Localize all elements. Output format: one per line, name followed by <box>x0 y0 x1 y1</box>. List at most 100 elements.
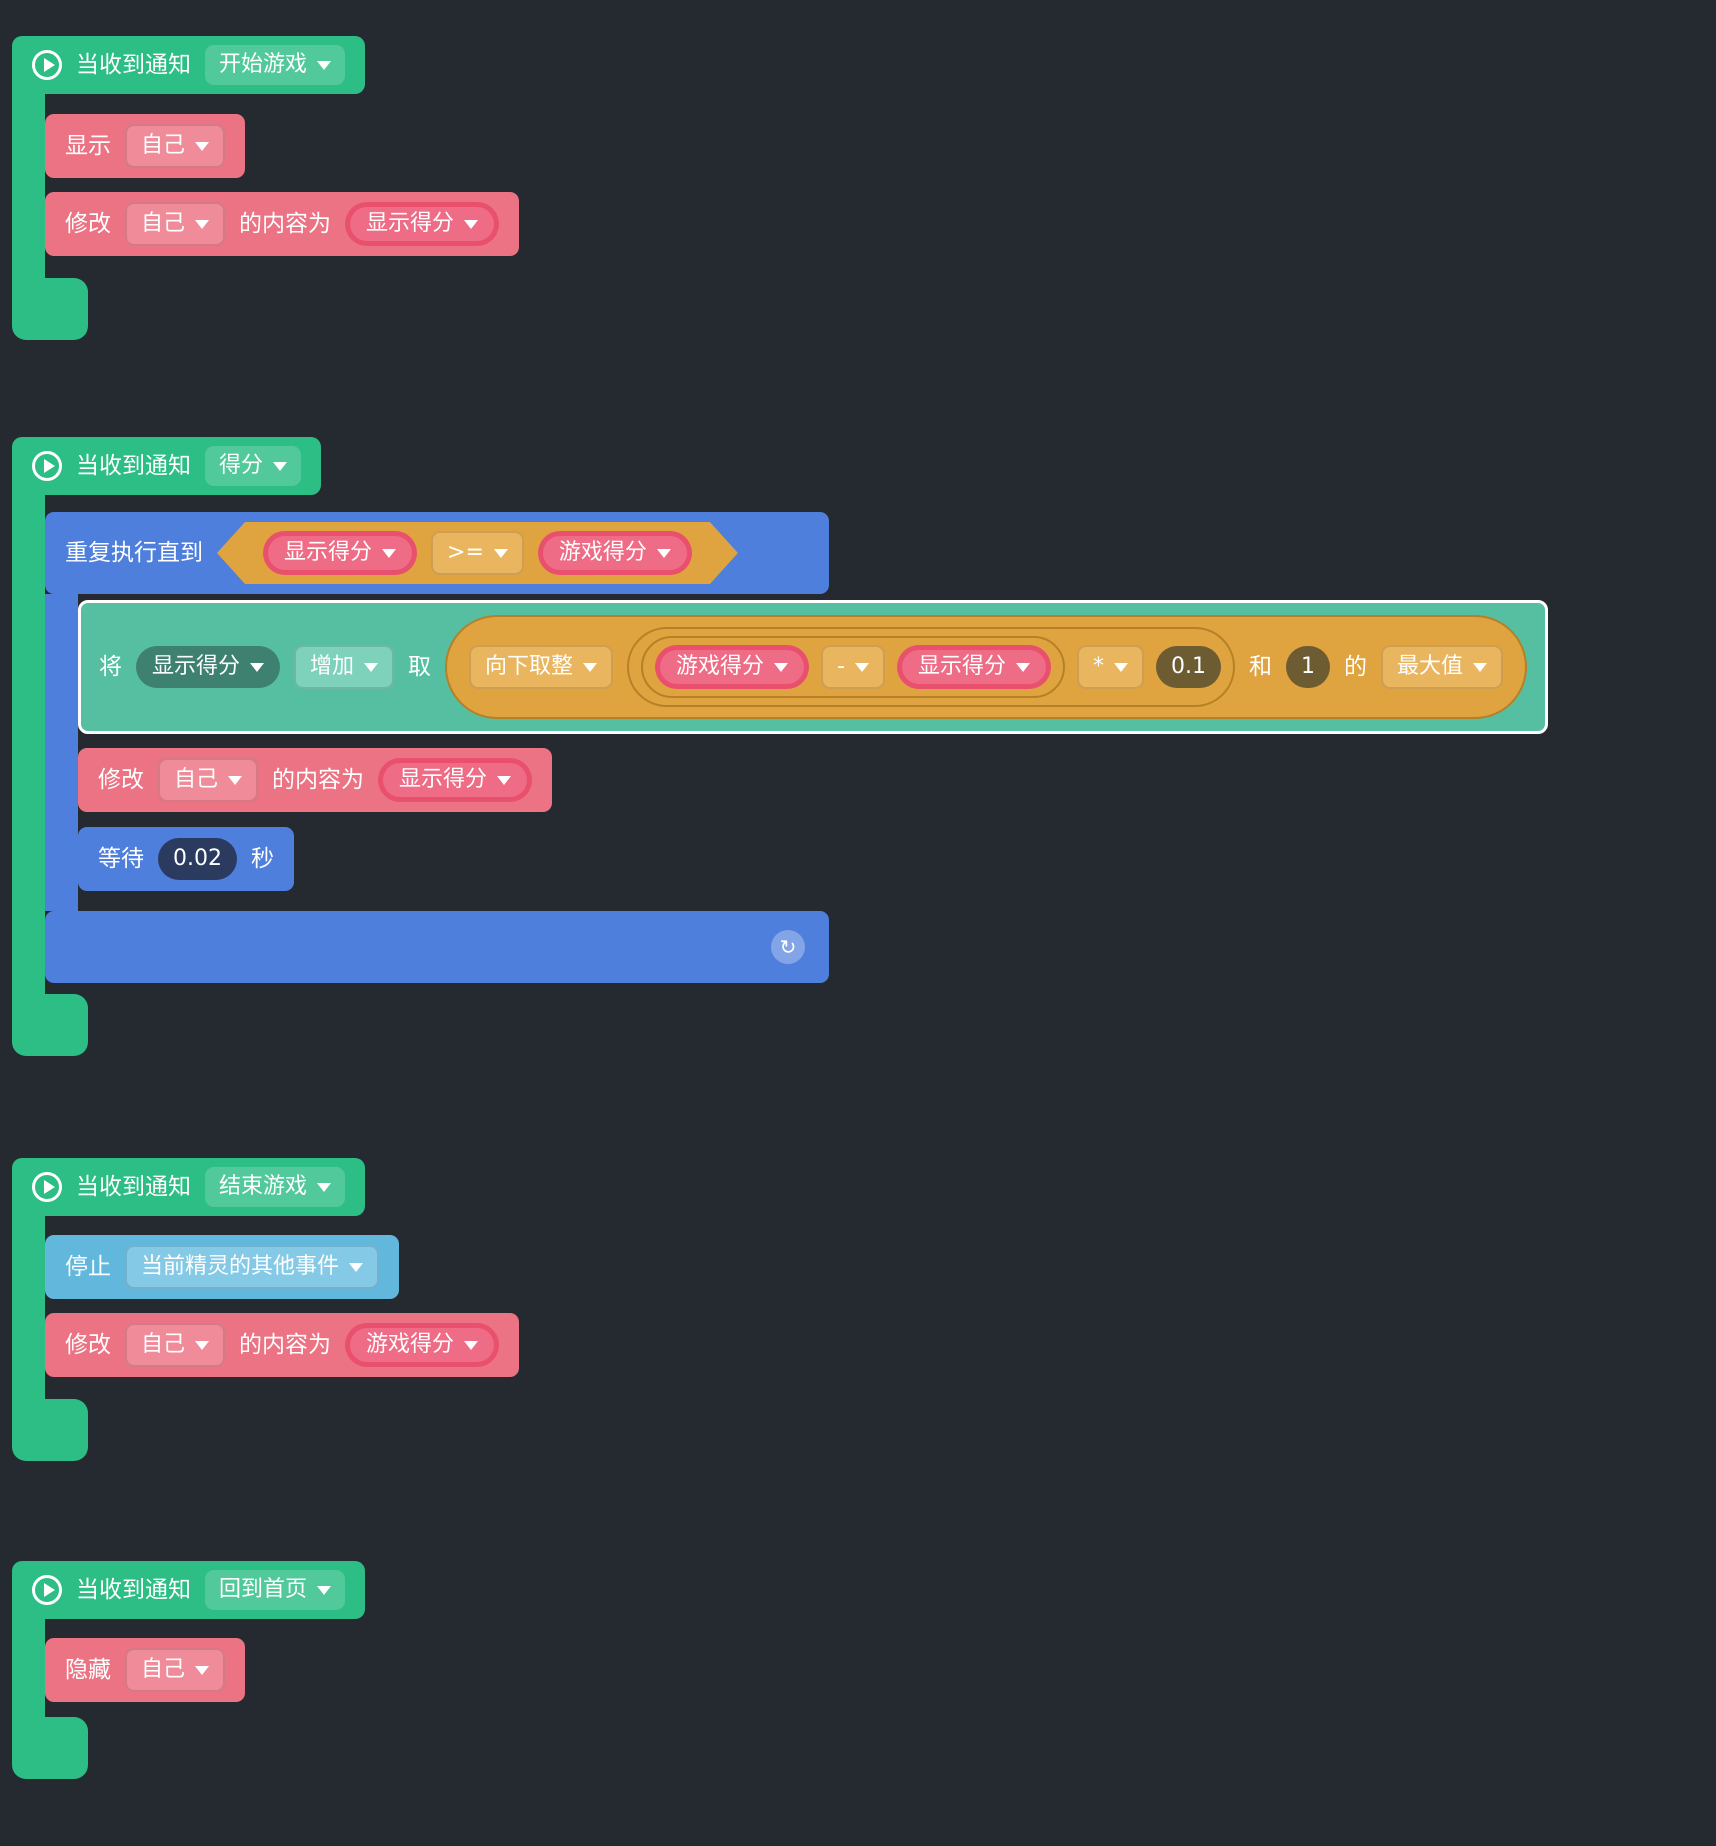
chevron-down-icon <box>1016 662 1031 672</box>
change-variable-block-selected[interactable]: 将 显示得分 增加 取 向下取整 游戏得分 <box>78 600 1549 734</box>
chevron-down-icon <box>464 219 479 229</box>
stack-end-cap[interactable] <box>12 278 88 340</box>
chevron-down-icon <box>583 662 598 672</box>
chevron-down-icon <box>195 1665 210 1675</box>
chevron-down-icon <box>228 775 243 785</box>
chevron-down-icon <box>317 1182 332 1192</box>
rounding-dropdown[interactable]: 向下取整 <box>469 645 614 689</box>
block-label: 当收到通知 <box>76 452 191 479</box>
stack-end-cap[interactable] <box>12 994 88 1056</box>
dropdown-value: 显示得分 <box>918 654 1007 679</box>
expression-label: 和 <box>1249 653 1273 680</box>
subtract-expression[interactable]: 游戏得分 - 显示得分 <box>641 636 1066 698</box>
condition-slot[interactable]: 显示得分 >= 游戏得分 <box>217 522 738 584</box>
set-content-block[interactable]: 修改 自己 的内容为 显示得分 <box>45 192 520 256</box>
dropdown-value: 游戏得分 <box>558 540 647 565</box>
variable-dropdown[interactable]: 显示得分 <box>136 646 281 688</box>
c-block-left-column <box>45 594 78 911</box>
dropdown-value: 得分 <box>219 453 264 478</box>
dropdown-value: - <box>837 654 846 679</box>
block-label: 隐藏 <box>65 1656 111 1683</box>
play-triangle-icon <box>43 1180 55 1194</box>
chevron-down-icon <box>1114 662 1129 672</box>
block-label: 将 <box>99 653 122 680</box>
mode-dropdown[interactable]: 增加 <box>294 645 395 689</box>
broadcast-dropdown[interactable]: 开始游戏 <box>205 45 346 85</box>
repeat-until-block[interactable]: 重复执行直到 显示得分 >= 游戏得分 <box>45 512 829 594</box>
chevron-down-icon <box>1473 662 1488 672</box>
number-input[interactable]: 0.02 <box>158 838 237 880</box>
minmax-dropdown[interactable]: 最大值 <box>1381 645 1504 689</box>
dropdown-value: 显示得分 <box>366 211 455 236</box>
broadcast-dropdown[interactable]: 结束游戏 <box>205 1167 346 1207</box>
chevron-down-icon <box>317 1585 332 1595</box>
variable-pill-dropdown[interactable]: 游戏得分 <box>345 1323 500 1367</box>
variable-pill-dropdown[interactable]: 显示得分 <box>263 531 417 575</box>
arithmetic-operator-dropdown[interactable]: * <box>1077 645 1145 689</box>
dropdown-value: 自己 <box>141 1657 186 1682</box>
variable-pill-dropdown[interactable]: 显示得分 <box>378 758 533 802</box>
block-label: 秒 <box>250 845 274 872</box>
event-block-receive-broadcast-start[interactable]: 当收到通知 开始游戏 <box>12 36 366 94</box>
target-dropdown[interactable]: 自己 <box>125 1323 226 1367</box>
broadcast-dropdown[interactable]: 得分 <box>205 446 302 486</box>
variable-pill-dropdown[interactable]: 游戏得分 <box>655 645 810 689</box>
wait-block[interactable]: 等待 0.02 秒 <box>78 827 294 891</box>
dropdown-value: 回到首页 <box>219 1577 308 1602</box>
target-dropdown[interactable]: 自己 <box>158 758 259 802</box>
event-block-receive-broadcast-home[interactable]: 当收到通知 回到首页 <box>12 1561 366 1619</box>
stack-end-cap[interactable] <box>12 1399 88 1461</box>
chevron-down-icon <box>497 775 512 785</box>
event-block-receive-broadcast-end[interactable]: 当收到通知 结束游戏 <box>12 1158 366 1216</box>
target-dropdown[interactable]: 自己 <box>125 124 226 168</box>
broadcast-dropdown[interactable]: 回到首页 <box>205 1570 346 1610</box>
stack-spine <box>12 470 45 1030</box>
chevron-down-icon <box>349 1262 364 1272</box>
chevron-down-icon <box>494 549 508 558</box>
block-label: 修改 <box>65 210 111 237</box>
play-icon <box>32 451 62 481</box>
chevron-down-icon <box>382 549 396 558</box>
hide-sprite-block[interactable]: 隐藏 自己 <box>45 1638 246 1702</box>
multiply-expression[interactable]: 游戏得分 - 显示得分 <box>627 627 1236 707</box>
set-content-block[interactable]: 修改 自己 的内容为 显示得分 <box>78 748 553 812</box>
play-triangle-icon <box>43 1583 55 1597</box>
dropdown-value: 游戏得分 <box>366 1332 455 1357</box>
chevron-down-icon <box>195 141 210 151</box>
block-label: 重复执行直到 <box>65 539 203 566</box>
chevron-down-icon <box>195 1340 210 1350</box>
variable-pill-dropdown[interactable]: 显示得分 <box>345 202 500 246</box>
show-sprite-block[interactable]: 显示 自己 <box>45 114 246 178</box>
chevron-down-icon <box>273 461 288 471</box>
variable-pill-dropdown[interactable]: 游戏得分 <box>538 531 692 575</box>
number-input[interactable]: 0.1 <box>1156 646 1222 688</box>
chevron-down-icon <box>364 662 379 672</box>
event-block-receive-broadcast-score[interactable]: 当收到通知 得分 <box>12 437 322 495</box>
target-dropdown[interactable]: 自己 <box>125 202 226 246</box>
play-icon <box>32 50 62 80</box>
stack-end-cap[interactable] <box>12 1717 88 1779</box>
play-triangle-icon <box>43 459 55 473</box>
c-block-bottom-bar: ↻ <box>45 911 829 983</box>
stop-block[interactable]: 停止 当前精灵的其他事件 <box>45 1235 400 1299</box>
dropdown-value: * <box>1093 654 1105 679</box>
variable-pill-dropdown[interactable]: 显示得分 <box>897 645 1052 689</box>
block-label: 当收到通知 <box>76 1173 191 1200</box>
chevron-down-icon <box>317 60 332 70</box>
arithmetic-operator-dropdown[interactable]: - <box>821 645 886 689</box>
max-expression[interactable]: 向下取整 游戏得分 - <box>445 615 1528 719</box>
block-label: 取 <box>408 653 432 680</box>
chevron-down-icon <box>195 219 210 229</box>
play-icon <box>32 1172 62 1202</box>
dropdown-value: 游戏得分 <box>676 654 765 679</box>
chevron-down-icon <box>774 662 789 672</box>
loop-arrow-icon: ↻ <box>771 930 805 964</box>
set-content-block[interactable]: 修改 自己 的内容为 游戏得分 <box>45 1313 520 1377</box>
chevron-down-icon <box>250 662 265 672</box>
target-dropdown[interactable]: 自己 <box>125 1648 226 1692</box>
comparison-operator-dropdown[interactable]: >= <box>431 531 524 575</box>
number-input[interactable]: 1 <box>1286 646 1331 688</box>
block-label: 当收到通知 <box>76 1576 191 1603</box>
stop-scope-dropdown[interactable]: 当前精灵的其他事件 <box>125 1245 380 1289</box>
block-label: 当收到通知 <box>76 51 191 78</box>
